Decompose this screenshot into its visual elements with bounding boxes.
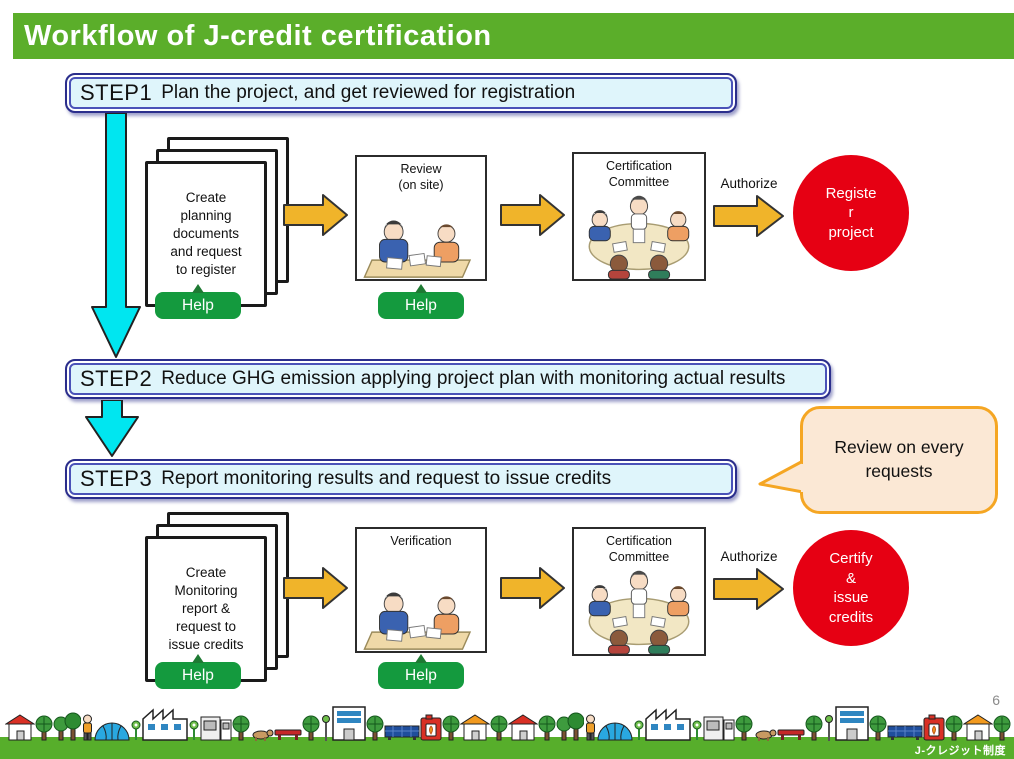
callout-tail-icon [758,459,803,494]
verification-illustration [363,592,472,650]
stove-icon [420,714,442,741]
trees-icon [556,712,584,741]
tree-icon [442,714,460,741]
step3-banner: STEP3 Report monitoring results and requ… [65,459,737,499]
title-bar: Workflow of J-credit certification [13,13,1014,59]
review-illustration [363,220,472,278]
trees-icon [53,712,81,741]
person-icon [584,714,597,741]
tree-icon [735,714,753,741]
grass-bar [0,737,1014,759]
solar-icon [384,725,420,741]
house-orange-icon [460,714,490,741]
solar-icon [887,725,923,741]
flow-arrow-icon [283,193,349,237]
authorize-step: Authorize [712,176,786,243]
lamp-icon [320,715,332,741]
step3-text: Report monitoring results and request to… [161,468,612,489]
flower-icon [633,719,645,741]
step1-text: Plan the project, and get reviewed for r… [161,82,576,103]
step2-label: STEP2 [80,366,153,391]
committee-illustration [588,570,690,654]
review-box: Review(on site) [355,155,487,281]
help-button[interactable]: Help [155,654,241,689]
verification-box-title: Verification [390,534,452,548]
town-icons [0,701,1014,741]
tree-icon [366,714,384,741]
tree-icon [993,714,1011,741]
dog-icon [753,728,777,741]
building-icon [332,706,366,741]
appliance-icon [200,716,232,741]
tree-icon [302,714,320,741]
authorize-label: Authorize [720,176,778,191]
step3-label: STEP3 [80,466,153,491]
appliance-icon [703,716,735,741]
step1-banner: STEP1 Plan the project, and get reviewed… [65,73,737,113]
house-orange-icon [963,714,993,741]
review-box-title: Review(on site) [398,162,444,192]
tree-icon [805,714,823,741]
committee-illustration [588,195,690,279]
dog-icon [250,728,274,741]
authorize-step: Authorize [712,549,786,616]
tree-icon [945,714,963,741]
step1-to-step2-arrow-icon [90,113,142,359]
verification-box: Verification [355,527,487,653]
flower-icon [130,719,142,741]
factory-icon [645,707,691,741]
building-icon [835,706,869,741]
callout-tail-mask [801,464,809,492]
authorize-arrow-icon [713,568,784,610]
step2-to-step3-arrow-icon [84,400,140,458]
house-red-icon [508,714,538,741]
jcredit-logo: J-クレジット制度 [914,745,1006,757]
authorize-label: Authorize [720,549,778,564]
authorize-arrow-icon [713,195,784,237]
step1-label: STEP1 [80,80,153,105]
step2-banner: STEP2 Reduce GHG emission applying proje… [65,359,831,399]
dome-icon [597,719,633,741]
slide-title: Workflow of J-credit certification [24,20,492,52]
factory-icon [142,707,188,741]
tree-icon [35,714,53,741]
flower-icon [691,719,703,741]
tree-icon [538,714,556,741]
help-button[interactable]: Help [155,284,241,319]
stove-icon [923,714,945,741]
flower-icon [188,719,200,741]
flow-arrow-icon [283,566,349,610]
bench-icon [274,727,302,741]
person-icon [81,714,94,741]
lamp-icon [823,715,835,741]
flow-arrow-icon [500,193,566,237]
dome-icon [94,719,130,741]
page-number: 6 [992,692,1000,708]
help-button[interactable]: Help [378,654,464,689]
step2-text: Reduce GHG emission applying project pla… [161,368,786,389]
help-button[interactable]: Help [378,284,464,319]
house-red-icon [5,714,35,741]
tree-icon [869,714,887,741]
bench-icon [777,727,805,741]
tree-icon [232,714,250,741]
tree-icon [490,714,508,741]
flow-arrow-icon [500,566,566,610]
